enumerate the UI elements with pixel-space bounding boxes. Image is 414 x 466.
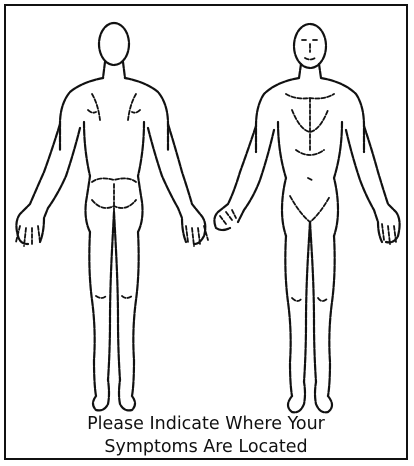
front-feet [288, 382, 332, 412]
front-legs [285, 222, 334, 396]
body-back-figure[interactable] [16, 23, 208, 410]
front-chest [286, 94, 334, 155]
front-knees [292, 298, 328, 301]
back-head [99, 23, 129, 65]
back-left-arm [16, 124, 80, 244]
back-feet [93, 380, 135, 410]
back-legs [89, 212, 138, 396]
front-right-arm [346, 126, 400, 242]
caption-line-2: Symptoms Are Located [6, 436, 406, 459]
caption-line-1: Please Indicate Where Your [6, 413, 406, 436]
front-left-hand [220, 210, 236, 224]
front-pelvis [290, 178, 330, 222]
back-shoulder-blades [88, 94, 140, 120]
back-knees [96, 296, 132, 298]
back-buttocks [92, 178, 136, 212]
body-front-figure[interactable] [214, 24, 399, 412]
front-left-arm [214, 126, 274, 230]
front-face [302, 40, 318, 60]
back-right-arm [148, 124, 205, 244]
